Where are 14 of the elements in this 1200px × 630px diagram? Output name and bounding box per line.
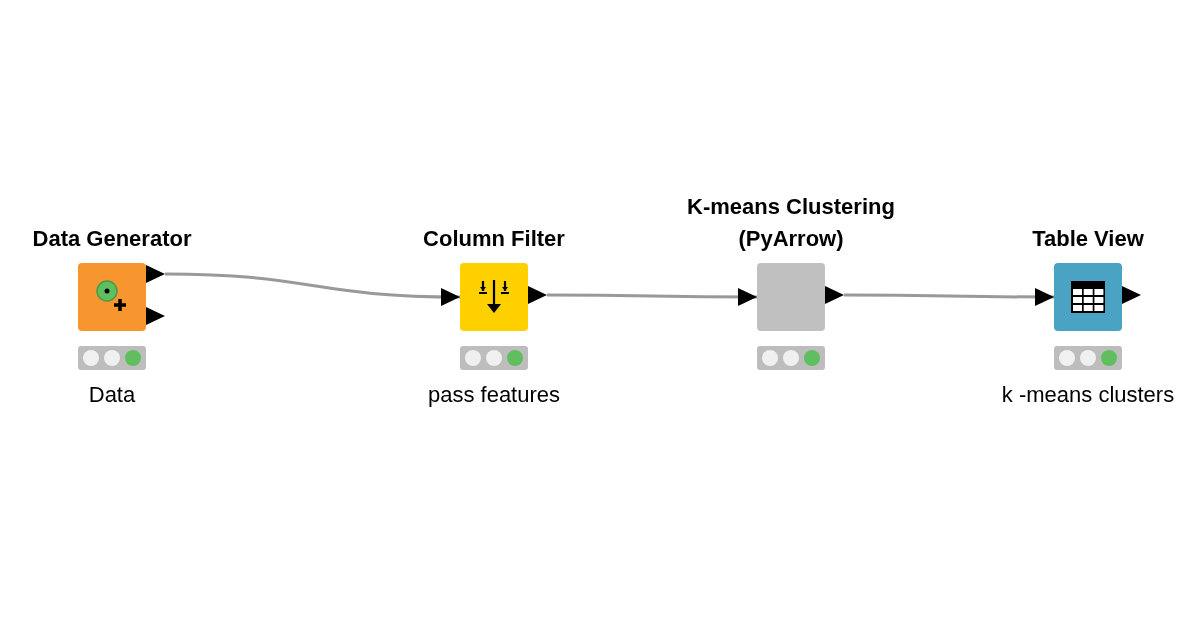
node-annotation: pass features: [427, 381, 561, 409]
node-title: Data Generator: [32, 225, 192, 253]
node-box: [757, 263, 825, 331]
connector-arrow: [547, 287, 757, 306]
node-annotation: Data: [88, 381, 136, 409]
node-box: [78, 263, 146, 331]
connector-arrow: [165, 272, 460, 306]
node-annotation: k -means clusters: [1001, 381, 1175, 409]
connector-arrow: [844, 287, 1054, 306]
node-box: [1054, 263, 1122, 331]
node-title: Table View: [1032, 225, 1144, 253]
node-title: K-means Clustering (PyArrow): [686, 193, 896, 253]
node-title: Column Filter: [423, 225, 565, 253]
node-box: [460, 263, 528, 331]
